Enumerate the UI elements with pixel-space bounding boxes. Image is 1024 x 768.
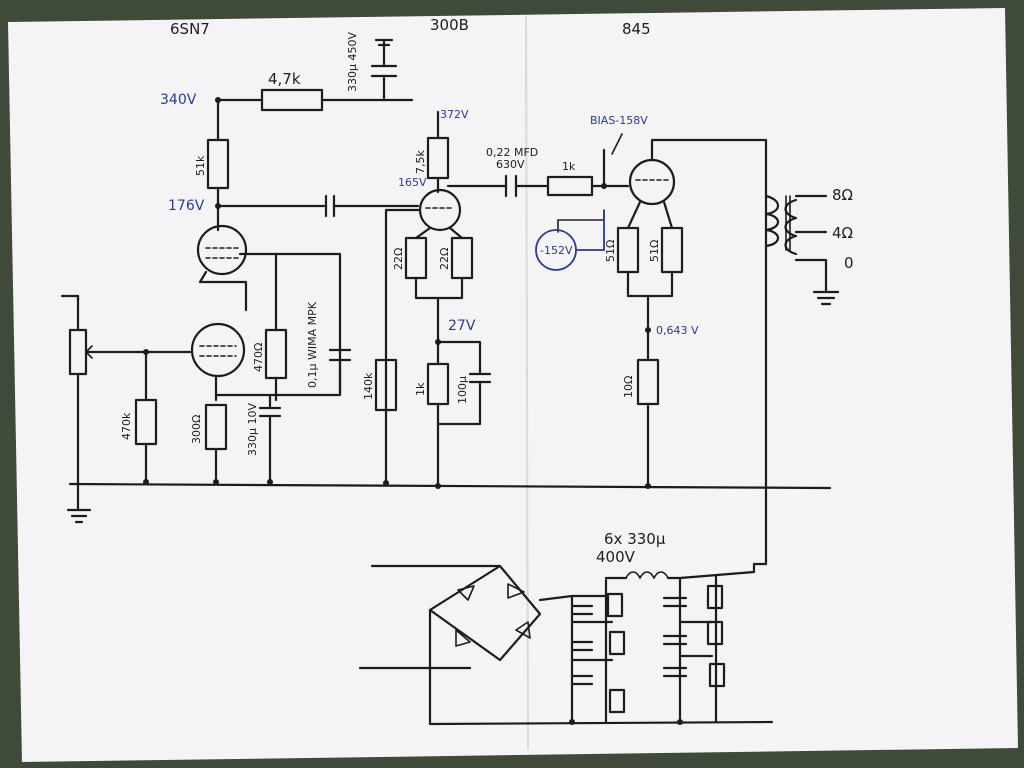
tube-label-6sn7: 6SN7	[170, 20, 210, 38]
label-22-b: 22Ω	[438, 248, 451, 270]
ground-icon-speaker	[812, 290, 840, 306]
label-22-a: 22Ω	[392, 248, 405, 270]
tube-label-300b: 300B	[430, 16, 469, 34]
output-transformer-primary	[764, 194, 780, 248]
label-470k: 470k	[120, 412, 133, 440]
tap-8ohm: 8Ω	[832, 186, 853, 204]
label-022mfd: 0,22 MFD	[486, 146, 538, 159]
label-1k-cathode: 1k	[414, 382, 427, 396]
capacitor-100u	[436, 340, 492, 426]
voltage-372: 372V	[440, 108, 469, 121]
capacitor-330u-10v	[258, 393, 282, 484]
paper	[8, 8, 1018, 762]
voltage-0643: 0,643 V	[656, 324, 699, 337]
tap-0: 0	[844, 254, 854, 272]
label-51-b: 51Ω	[648, 240, 661, 262]
tap-4ohm: 4Ω	[832, 224, 853, 242]
psu-capacitor-bank	[570, 596, 688, 686]
label-10: 10Ω	[622, 376, 635, 398]
output-transformer-secondary	[784, 198, 798, 256]
label-630v: 630V	[496, 158, 525, 171]
voltage-165: 165V	[398, 176, 427, 189]
triode-lower-6sn7	[190, 322, 246, 378]
label-300: 300Ω	[190, 415, 203, 444]
label-100u: 100µ	[456, 376, 469, 404]
resistor-140k	[374, 358, 398, 412]
ground-icon	[66, 486, 92, 524]
voltage-27: 27V	[448, 318, 476, 334]
voltage-bias: BIAS-158V	[590, 114, 648, 127]
label-51k: 51k	[194, 155, 207, 176]
label-330u-450v: 330µ 450V	[346, 32, 359, 92]
label-140k: 140k	[362, 372, 375, 400]
label-330u-10v: 330µ 10V	[246, 403, 259, 456]
triode-upper-6sn7	[196, 224, 248, 276]
meter-reading: -152V	[540, 244, 573, 257]
label-4k7: 4,7k	[268, 70, 301, 88]
label-01u-wima: 0,1µ WIMA MPK	[306, 301, 319, 388]
label-7k5: 7,5k	[414, 150, 427, 174]
voltage-176: 176V	[168, 198, 205, 214]
voltage-340: 340V	[160, 92, 197, 108]
label-470: 470Ω	[252, 343, 265, 372]
psu-caps-voltage: 400V	[596, 548, 636, 566]
psu-bleeder-resistors	[606, 584, 726, 714]
label-51-a: 51Ω	[604, 240, 617, 262]
choke	[625, 571, 669, 579]
label-1k-grid: 1k	[562, 160, 576, 173]
bridge-rectifier	[428, 564, 542, 662]
tube-label-845: 845	[622, 20, 651, 38]
psu-caps-label: 6x 330µ	[604, 530, 666, 548]
